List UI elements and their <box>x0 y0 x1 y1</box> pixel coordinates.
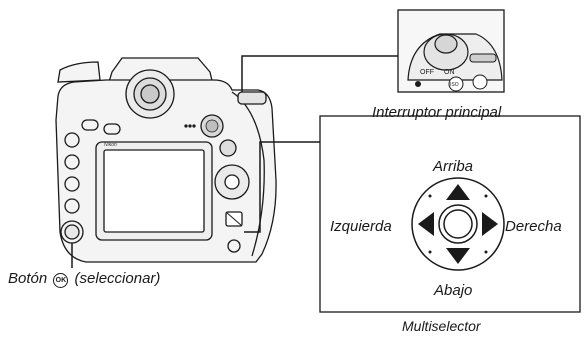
power-switch-inset: OFF ON ISO <box>397 9 505 93</box>
side-button <box>64 132 80 148</box>
switch-on-label: ON <box>444 69 455 76</box>
camera-brand: Nikon <box>104 142 117 148</box>
dot-indicator <box>188 124 192 128</box>
sub-selector <box>219 139 237 157</box>
shutter-release-button <box>434 34 458 54</box>
ok-button-label: Botón OK (seleccionar) <box>8 270 160 288</box>
side-button <box>64 198 80 214</box>
speaker-grille-inner <box>205 119 219 133</box>
dpad-center-button <box>443 209 473 239</box>
down-arrow-icon <box>446 248 470 264</box>
right-arrow-icon <box>482 212 498 236</box>
up-label: Arriba <box>433 158 474 175</box>
ok-button-label-prefix: Botón <box>8 270 48 287</box>
camera-back-illustration <box>55 57 277 263</box>
top-button <box>81 119 99 131</box>
switch-off-label: OFF <box>420 69 434 76</box>
side-button <box>64 154 80 170</box>
bottom-button <box>227 239 241 253</box>
down-label: Abajo <box>434 282 473 299</box>
left-arrow-icon <box>418 212 434 236</box>
power-switch-callout-line <box>241 55 398 92</box>
mode-dial <box>57 61 101 83</box>
dpad-ridge <box>428 194 432 198</box>
left-label: Izquierda <box>330 218 392 235</box>
multiselector-camera-center <box>224 174 240 190</box>
eyepiece-glass <box>140 84 160 104</box>
iso-button <box>448 76 464 92</box>
power-switch-label: Interruptor principal <box>372 104 502 121</box>
exposure-comp-button <box>472 74 488 90</box>
dpad-ridge <box>484 250 488 254</box>
up-arrow-icon <box>446 184 470 200</box>
dpad-ridge <box>484 194 488 198</box>
side-button <box>64 176 80 192</box>
multiselector-callout-line <box>244 141 320 233</box>
ok-button-icon: OK <box>53 273 69 288</box>
focus-lock-mark <box>225 211 243 227</box>
iso-label: ISO <box>450 82 459 88</box>
grip <box>231 91 265 257</box>
ok-button-camera-ring <box>64 224 80 240</box>
inset-dot <box>415 81 421 87</box>
sub-command-dial <box>237 91 267 105</box>
right-label: Derecha <box>505 218 562 235</box>
multiselector-label: Multiselector <box>402 318 481 334</box>
power-lever <box>469 53 497 63</box>
multiselector-enlarged <box>411 177 505 271</box>
dot-indicator <box>192 124 196 128</box>
ok-button-label-suffix: (seleccionar) <box>74 270 161 287</box>
dot-indicator <box>184 124 188 128</box>
lcd-screen <box>103 149 205 233</box>
dpad-ridge <box>428 250 432 254</box>
top-button <box>103 123 121 135</box>
